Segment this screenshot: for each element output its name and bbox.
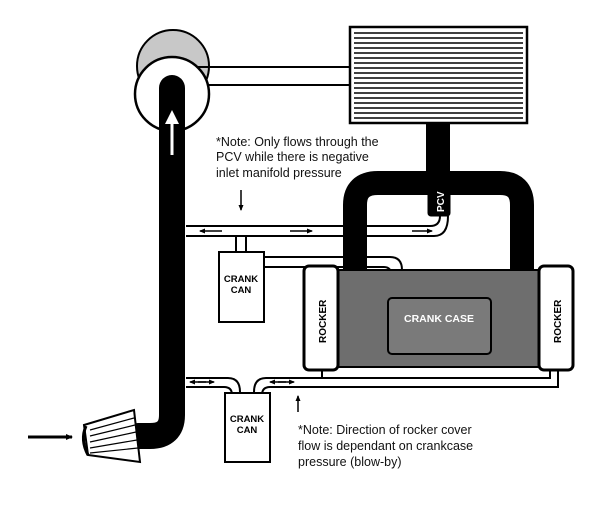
rocker-left-label: ROCKER: [318, 299, 329, 343]
crank-case-label: CRANK CASE: [404, 313, 474, 325]
cooler-to-intake-pipe: [182, 66, 355, 86]
pcv-label: PCV: [436, 191, 447, 212]
rocker-note-line-2: flow is dependant on crankcase: [298, 439, 473, 453]
crank-can-top: CRANK CAN: [218, 251, 265, 323]
intake-flow-arrow: [165, 110, 179, 155]
rocker-note-line-3: pressure (blow-by): [298, 455, 402, 469]
intake-plenum: [348, 25, 529, 125]
engine-block: ROCKER ROCKER CRANK CASE: [302, 264, 575, 372]
rocker-note-line-1: *Note: Direction of rocker cover: [298, 423, 472, 437]
pcv-hose: [186, 215, 449, 237]
pcv-note-line-2: PCV while there is negative: [216, 150, 369, 164]
intake-pipe: [125, 87, 185, 449]
rocker-note: *Note: Direction of rocker cover flow is…: [298, 423, 473, 469]
pcv-valve: PCV: [427, 179, 451, 217]
crank-case: [387, 297, 492, 355]
crank-can-bottom-label-2: CAN: [237, 425, 258, 436]
air-filter: [81, 408, 142, 464]
pcv-note: *Note: Only flows through the PCV while …: [216, 135, 379, 180]
rocker-cover-right: [537, 264, 575, 372]
crank-can-top-hose: [235, 236, 247, 252]
pcv-note-line-1: *Note: Only flows through the: [216, 135, 379, 149]
rocker-right-label: ROCKER: [553, 299, 564, 343]
crank-can-bottom: CRANK CAN: [224, 392, 271, 463]
crank-can-top-label-1: CRANK: [224, 274, 258, 285]
crank-can-bottom-label-1: CRANK: [230, 414, 264, 425]
pcv-note-line-3: inlet manifold pressure: [216, 166, 342, 180]
crank-can-top-label-2: CAN: [231, 285, 252, 296]
rocker-hose: [186, 370, 559, 396]
